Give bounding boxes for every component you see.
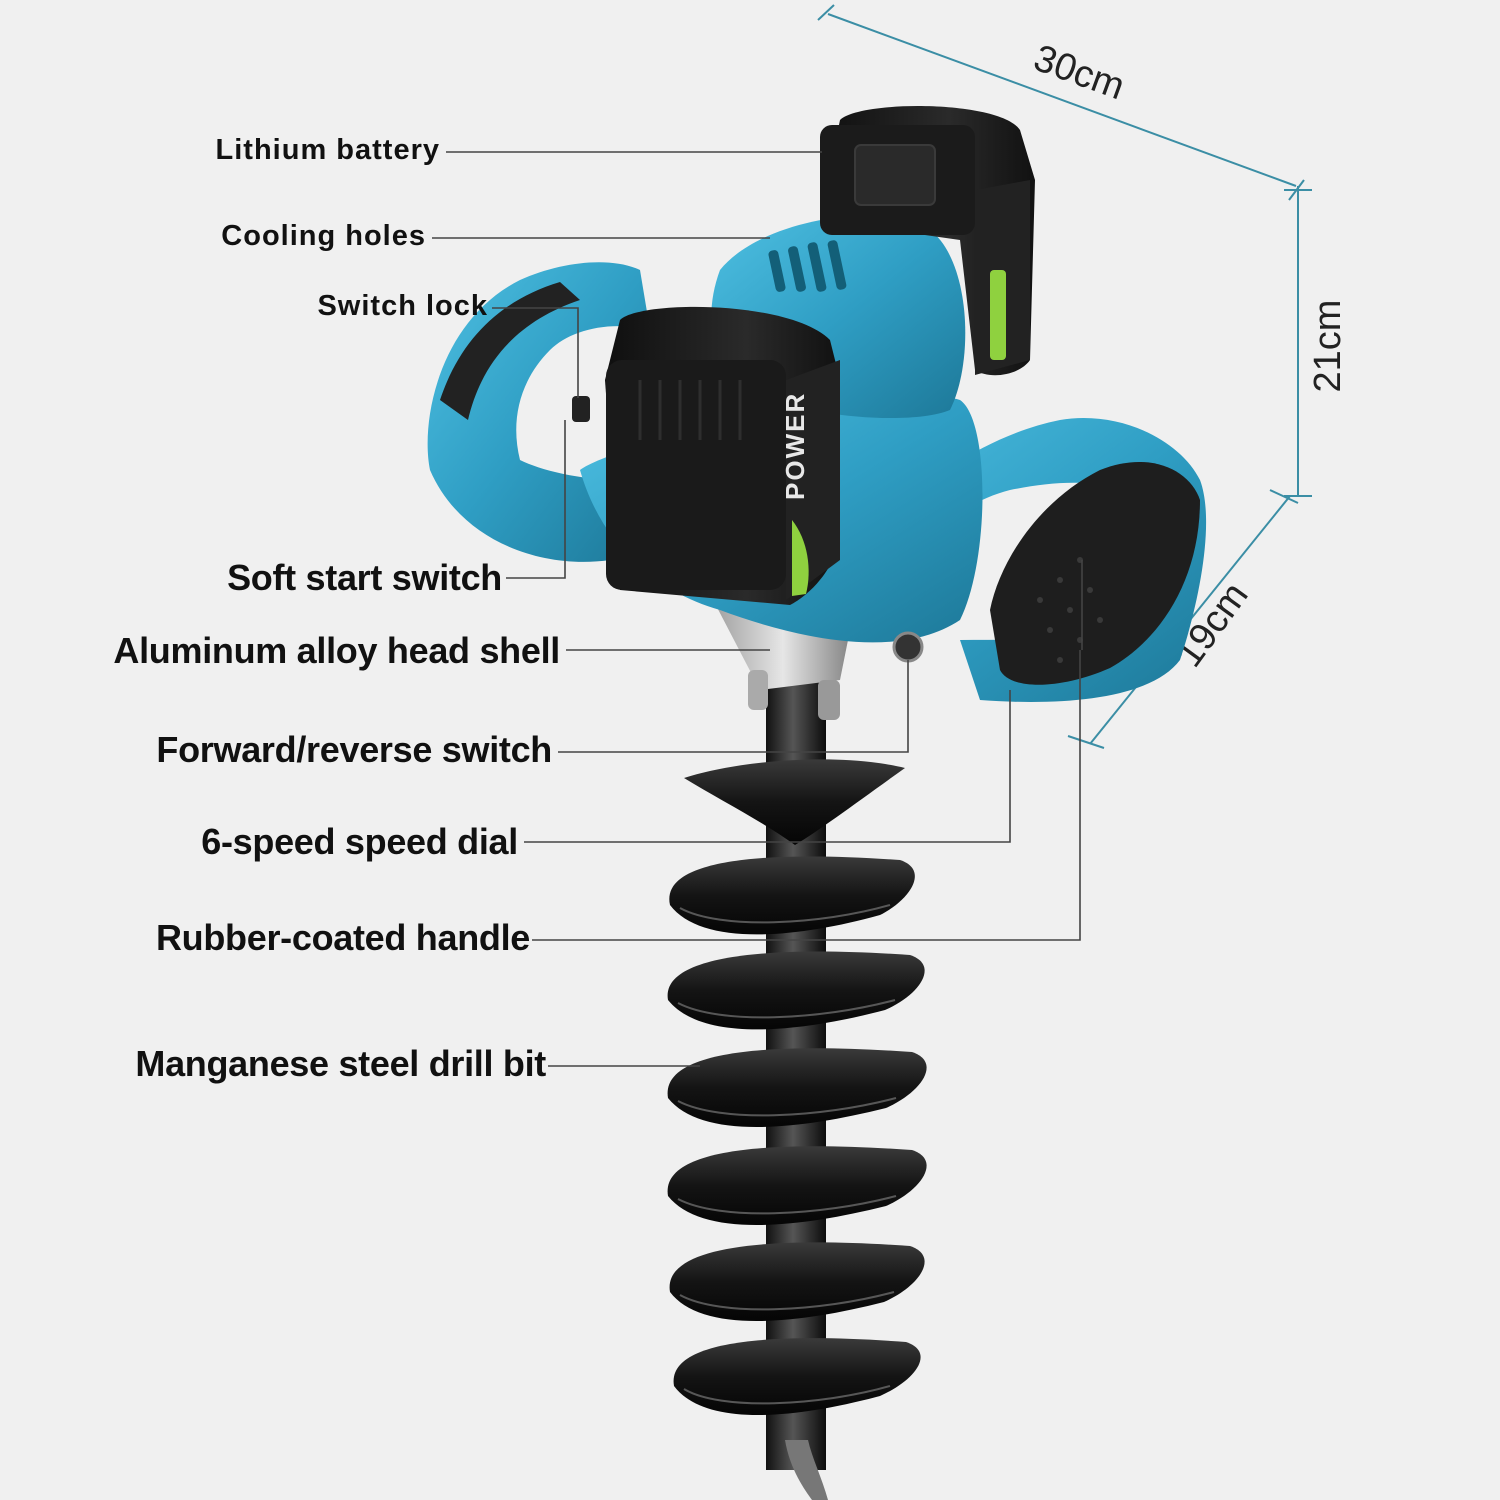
dimension-height-label: 21cm: [1307, 300, 1349, 393]
drill-flight: [667, 1048, 927, 1128]
leader-lines: [432, 151, 1083, 1067]
right-rubber-grip: [990, 461, 1200, 685]
label-speed-dial: 6-speed speed dial: [201, 821, 518, 862]
switch-lock-button: [572, 396, 590, 422]
dimension-length-label: 30cm: [1028, 37, 1130, 108]
forward-reverse-knob: [892, 631, 924, 663]
front-battery: POWER: [605, 306, 840, 605]
drill-flight: [669, 1242, 925, 1322]
drill-flight: [667, 1146, 927, 1226]
rear-battery: [820, 106, 1035, 376]
drill-flight: [667, 951, 925, 1030]
battery-green-accent: [792, 520, 809, 596]
drill-bit: [667, 680, 927, 1500]
drill-tip: [785, 1440, 828, 1500]
left-rubber-grip: [440, 282, 580, 420]
drill-flight: [684, 759, 905, 845]
battery-brand-text: POWER: [780, 392, 810, 500]
dimension-length-line: [827, 13, 1297, 187]
label-aluminum-head-shell: Aluminum alloy head shell: [113, 630, 560, 671]
drill-flight: [669, 856, 915, 935]
label-soft-start-switch: Soft start switch: [227, 557, 502, 598]
label-switch-lock: Switch lock: [317, 290, 488, 322]
label-drill-bit: Manganese steel drill bit: [135, 1043, 546, 1084]
drill-flight: [673, 1338, 921, 1416]
label-lithium-battery: Lithium battery: [215, 134, 440, 166]
label-cooling-holes: Cooling holes: [221, 220, 426, 252]
label-forward-reverse-switch: Forward/reverse switch: [156, 729, 552, 770]
battery-green-stripe: [990, 270, 1006, 360]
cooling-holes: [768, 240, 847, 292]
label-rubber-handle: Rubber-coated handle: [155, 917, 530, 958]
